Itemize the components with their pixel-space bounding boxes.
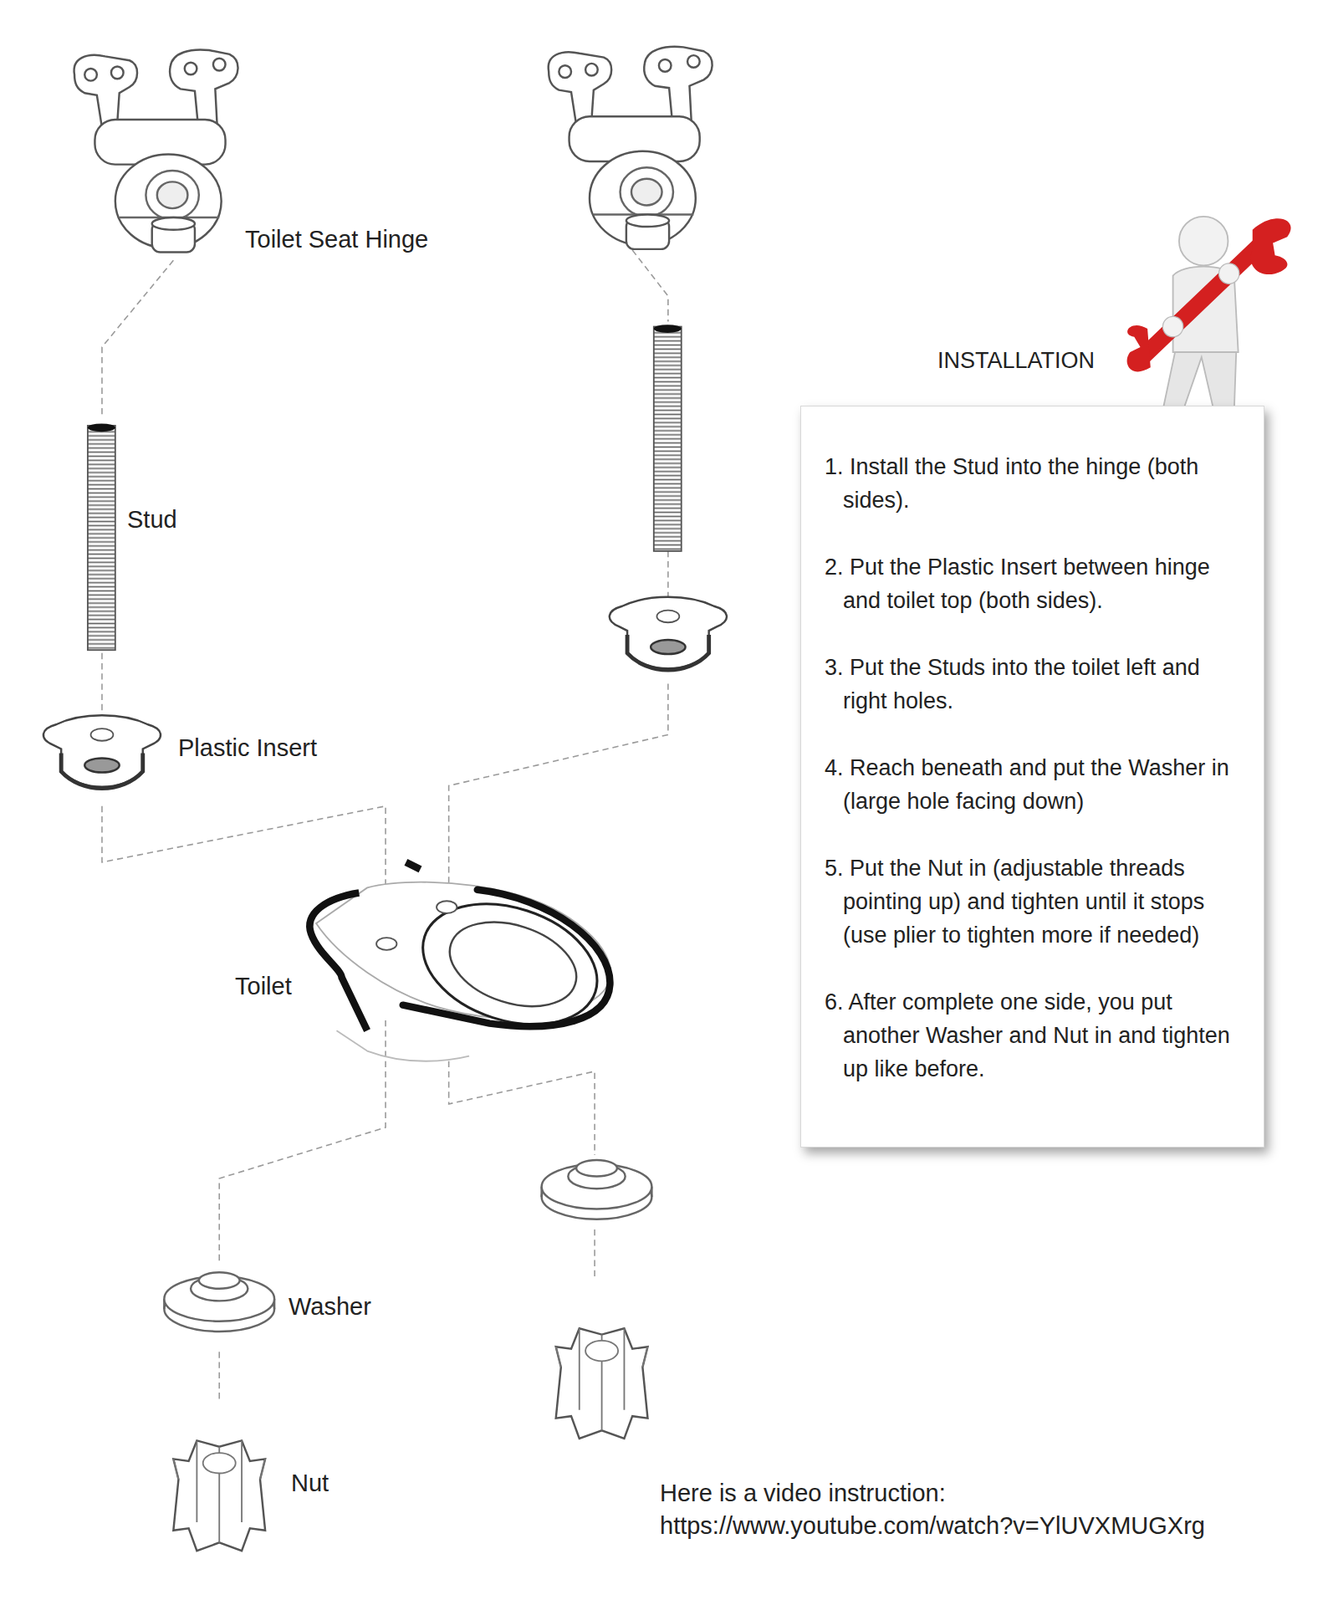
mechanic-figure	[1127, 216, 1292, 411]
washer-drawing	[541, 1159, 653, 1220]
hinge-drawing	[74, 49, 239, 252]
note-text: Here is a video instruction:	[659, 1479, 946, 1507]
part-label: Nut	[291, 1469, 329, 1497]
washer-drawing	[163, 1271, 275, 1332]
part-label: Plastic Insert	[178, 734, 317, 762]
stud-drawing	[87, 423, 116, 650]
part-label: Toilet	[234, 972, 292, 1001]
leader-lines	[102, 250, 669, 1403]
instruction-step: 6. After complete one side, you put anot…	[824, 985, 1244, 1086]
note-text: https://www.youtube.com/watch?v=YlUVXMUG…	[659, 1511, 1206, 1540]
part-label: Washer	[288, 1292, 372, 1321]
part-label: Stud	[127, 505, 178, 534]
insert-drawing	[43, 715, 161, 788]
instruction-step: 4. Reach beneath and put the Washer in (…	[824, 750, 1244, 818]
part-label: Toilet Seat Hinge	[245, 225, 429, 254]
insert-drawing	[609, 597, 727, 670]
instruction-step: 5. Put the Nut in (adjustable threads po…	[824, 851, 1244, 952]
instruction-step: 1. Install the Stud into the hinge (both…	[824, 449, 1244, 517]
nut-drawing	[556, 1328, 649, 1439]
instruction-box: INSTALLATION1. Install the Stud into the…	[800, 405, 1265, 1148]
hinge-drawing	[548, 46, 713, 250]
stud-drawing	[653, 324, 682, 552]
instruction-step: 3. Put the Studs into the toilet left an…	[824, 650, 1244, 718]
box-heading: INSTALLATION	[937, 347, 1095, 374]
instruction-step: 2. Put the Plastic Insert between hinge …	[824, 550, 1244, 618]
nut-drawing	[173, 1440, 266, 1551]
toilet-drawing	[309, 862, 613, 1062]
